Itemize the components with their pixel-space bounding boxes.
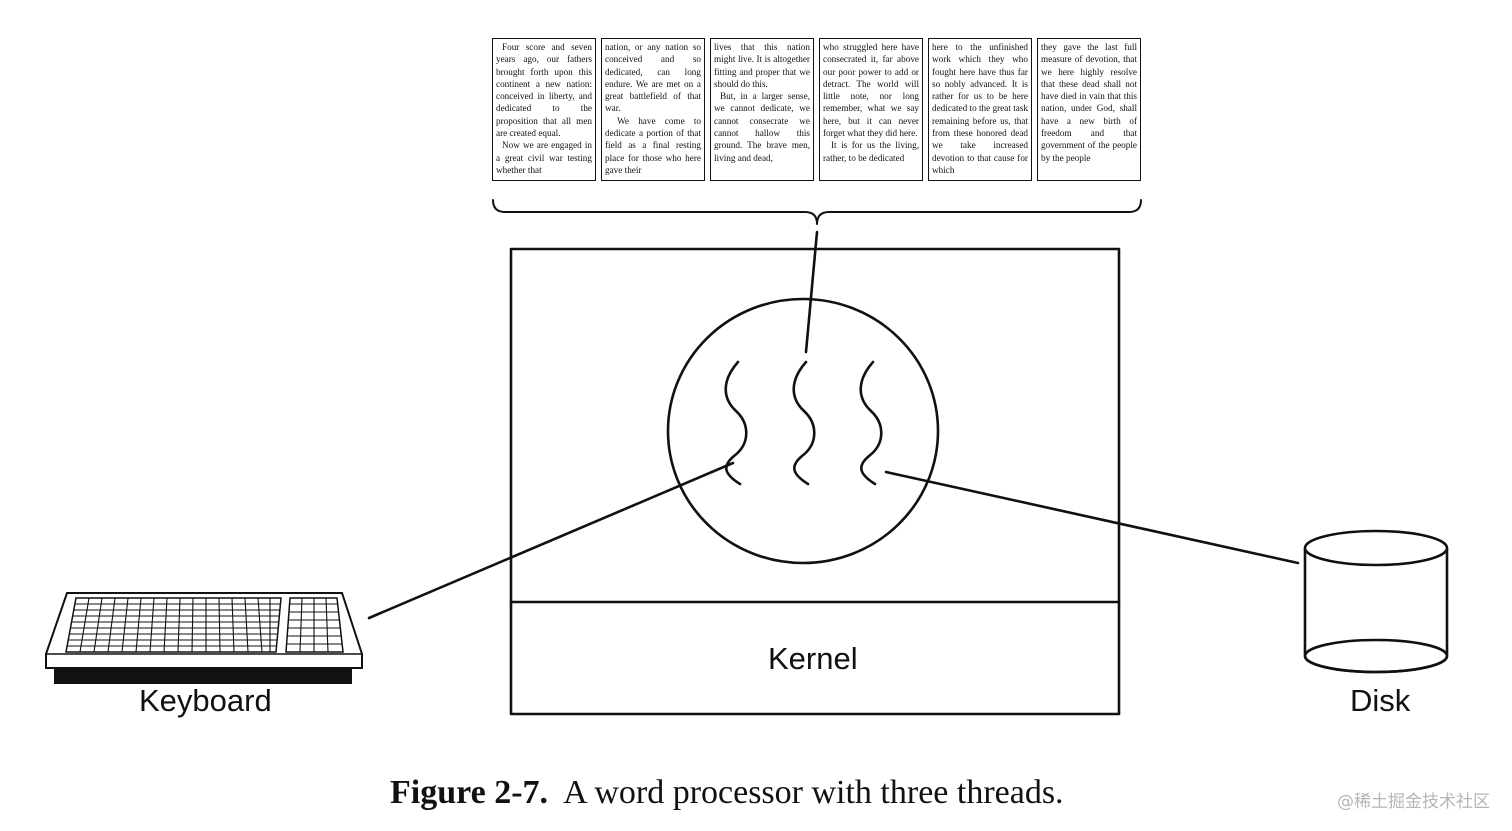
page-4-paragraph-1: who struggled here have consecrated it, … xyxy=(823,42,919,139)
page-3-paragraph-1: lives that this nation might live. It is… xyxy=(714,42,810,89)
page-2-paragraph-1: nation, or any nation so conceived and s… xyxy=(605,42,701,114)
document-page-3: lives that this nation might live. It is… xyxy=(710,38,814,181)
page-1-paragraph-2: Now we are engaged in a great civil war … xyxy=(496,140,592,175)
document-page-4: who struggled here have consecrated it, … xyxy=(819,38,923,181)
figure-caption-text: A word processor with three threads. xyxy=(563,774,1064,811)
figure-caption: Figure 2-7. A word processor with three … xyxy=(390,774,1064,812)
thread-3-icon xyxy=(859,360,883,486)
keyboard-icon xyxy=(45,592,363,684)
page-6-paragraph-1: they gave the last full measure of devot… xyxy=(1041,42,1137,163)
document-page-6: they gave the last full measure of devot… xyxy=(1037,38,1141,181)
page-2-paragraph-2: We have come to dedicate a portion of th… xyxy=(605,115,701,175)
disk-icon xyxy=(1303,529,1449,674)
process-circle xyxy=(666,297,940,565)
keyboard-label: Keyboard xyxy=(139,683,272,718)
page-brace xyxy=(492,199,1142,225)
thread-to-keyboard-line xyxy=(367,461,735,620)
document-page-5: here to the unfinished work which they w… xyxy=(928,38,1032,181)
kernel-label: Kernel xyxy=(768,641,858,676)
process-box xyxy=(509,247,1121,716)
page-4-paragraph-2: It is for us the living, rather, to be d… xyxy=(823,140,919,163)
page-3-paragraph-2: But, in a larger sense, we cannot dedica… xyxy=(714,91,810,163)
watermark: @稀土掘金技术社区 xyxy=(1337,792,1490,812)
disk-label: Disk xyxy=(1350,683,1411,718)
brace-to-thread-line xyxy=(804,230,819,354)
document-page-1: Four score and seven years ago, our fath… xyxy=(492,38,596,181)
thread-1-icon xyxy=(724,360,748,486)
thread-to-disk-line xyxy=(884,470,1300,565)
document-page-2: nation, or any nation so conceived and s… xyxy=(601,38,705,181)
page-1-paragraph-1: Four score and seven years ago, our fath… xyxy=(496,42,592,139)
figure-number: Figure 2-7. xyxy=(390,774,549,811)
page-5-paragraph-1: here to the unfinished work which they w… xyxy=(932,42,1028,175)
thread-2-icon xyxy=(792,360,816,486)
